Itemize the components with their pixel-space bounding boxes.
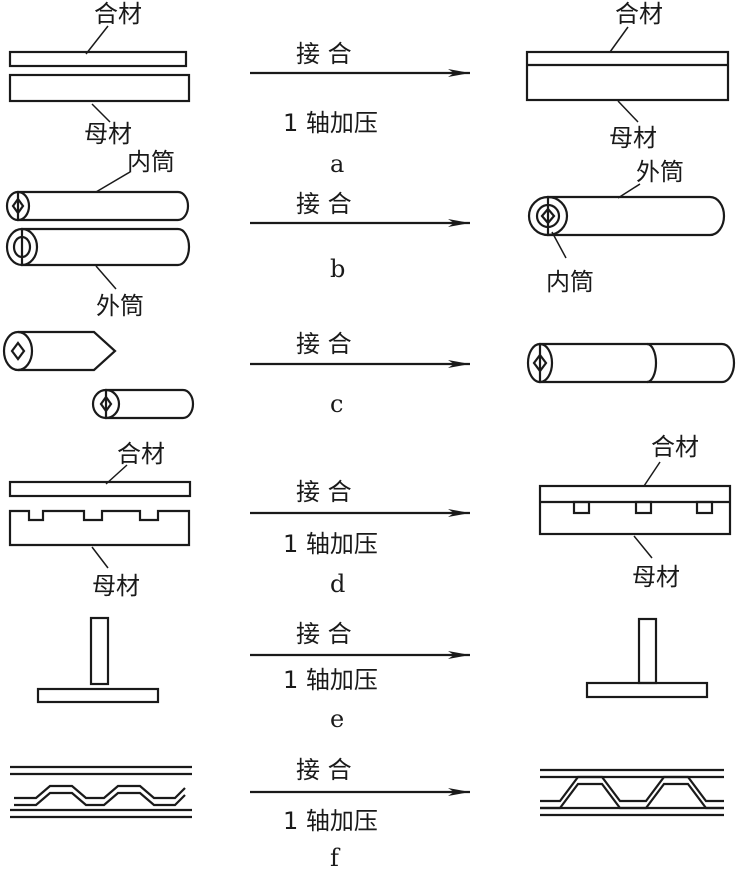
bonded-plate-d-right xyxy=(538,484,732,536)
leader-nei-tong-b-right xyxy=(551,231,567,259)
inner-tube-b-left xyxy=(16,190,190,222)
leader-wai-tong-b-left xyxy=(95,265,117,290)
corrugated-core-lower-f-left xyxy=(14,791,186,807)
panel-letter-f: f xyxy=(330,844,341,872)
bonded-plate-a-right xyxy=(525,50,730,102)
label-he-cai-d-right: 合材 xyxy=(651,433,699,461)
leader-nei-tong-b-left xyxy=(95,171,131,193)
composite-tube-b-right xyxy=(546,195,726,237)
diamond-core-b-left xyxy=(11,197,25,215)
groove-3-d-right xyxy=(695,500,714,515)
label-jie-he-d: 接 合 xyxy=(296,478,352,506)
label-jie-he-f: 接 合 xyxy=(296,756,352,784)
short-bar-end-c-left xyxy=(91,388,121,420)
panel-c: 接 合 c xyxy=(2,330,736,420)
label-nei-tong-b-right: 内筒 xyxy=(546,268,594,296)
diamond-core-c-left xyxy=(10,341,26,361)
label-mu-cai-d-right: 母材 xyxy=(632,563,680,591)
label-mu-cai-a-left: 母材 xyxy=(84,120,132,148)
joined-bar-end-c-right xyxy=(526,342,554,384)
leader-he-cai-a-left xyxy=(85,25,109,55)
short-bar-c-left xyxy=(104,388,195,420)
base-flange-e-left xyxy=(36,687,160,704)
leader-mu-cai-a-left xyxy=(91,103,111,123)
label-pressure-e: 1 轴加压 xyxy=(283,666,378,694)
base-flange-e-right xyxy=(585,681,709,699)
composite-tube-end-b-right xyxy=(527,195,569,237)
outer-tube-end-b-left xyxy=(5,227,39,267)
groove-2-d-right xyxy=(634,500,653,515)
inner-tube-ring-b-right xyxy=(535,203,561,229)
label-wai-tong-b-left: 外筒 xyxy=(96,292,144,320)
leader-he-cai-d-left xyxy=(105,464,128,485)
label-jie-he-a: 接 合 xyxy=(296,40,352,68)
panel-a: 合材 母材 接 合 1 轴加压 a 合材 母材 xyxy=(8,0,730,178)
leader-he-cai-a-right xyxy=(609,26,629,53)
label-nei-tong-b-left: 内筒 xyxy=(127,148,175,176)
diamond-core-c-right xyxy=(532,353,548,373)
outer-tube-b-left xyxy=(20,227,191,267)
panel-letter-c: c xyxy=(330,390,343,418)
inner-tube-end-b-left xyxy=(5,190,31,222)
diamond-core-b-right xyxy=(540,207,556,225)
panel-b: 内筒 外筒 接 合 b 外筒 内筒 xyxy=(5,148,726,320)
corrugated-core-upper-f-left xyxy=(14,784,186,800)
leader-mu-cai-d-left xyxy=(91,546,109,569)
leader-wai-tong-b-right xyxy=(617,183,641,199)
cladding-plate-d-left xyxy=(8,480,192,498)
outer-tube-bore-b-left xyxy=(12,235,32,259)
panel-d: 合材 母材 接 合 1 轴加压 d 合材 母材 xyxy=(8,433,732,600)
label-jie-he-b: 接 合 xyxy=(296,190,352,218)
label-pressure-a: 1 轴加压 xyxy=(283,109,378,137)
label-he-cai-a-right: 合材 xyxy=(615,0,663,28)
label-mu-cai-d-left: 母材 xyxy=(92,572,140,600)
leader-he-cai-d-right xyxy=(643,461,661,487)
pointed-bar-c-left xyxy=(18,330,117,372)
corrugated-core-upper-f-right xyxy=(540,775,724,803)
groove-1-d-right xyxy=(572,500,591,515)
label-he-cai-d-left: 合材 xyxy=(117,440,165,468)
leader-mu-cai-d-right xyxy=(633,535,653,559)
grooved-base-plate-d-left xyxy=(8,509,191,547)
label-pressure-d: 1 轴加压 xyxy=(283,530,378,558)
label-mu-cai-a-right: 母材 xyxy=(609,124,657,152)
vertical-rib-e-right xyxy=(637,617,658,685)
label-wai-tong-b-right: 外筒 xyxy=(636,158,684,186)
vertical-rib-e-left xyxy=(89,616,110,686)
diamond-core-c-left-short xyxy=(99,395,113,413)
base-plate-a-left xyxy=(8,73,191,103)
panel-letter-d: d xyxy=(330,570,345,598)
label-he-cai-a-left: 合材 xyxy=(94,0,142,28)
panel-letter-a: a xyxy=(330,150,344,178)
joined-bar-c-right xyxy=(538,342,736,384)
panel-letter-e: e xyxy=(330,705,344,733)
leader-mu-cai-a-right xyxy=(617,100,639,123)
label-jie-he-c: 接 合 xyxy=(296,330,352,358)
weld-seam-c-right xyxy=(646,342,658,384)
panel-f: 接 合 1 轴加压 f xyxy=(10,756,724,872)
label-jie-he-e: 接 合 xyxy=(296,620,352,648)
panel-letter-b: b xyxy=(330,255,345,283)
pointed-bar-end-c-left xyxy=(2,330,34,372)
label-pressure-f: 1 轴加压 xyxy=(283,807,378,835)
cladding-plate-a-left xyxy=(8,50,188,68)
panel-e: 接 合 1 轴加压 e xyxy=(36,616,709,733)
